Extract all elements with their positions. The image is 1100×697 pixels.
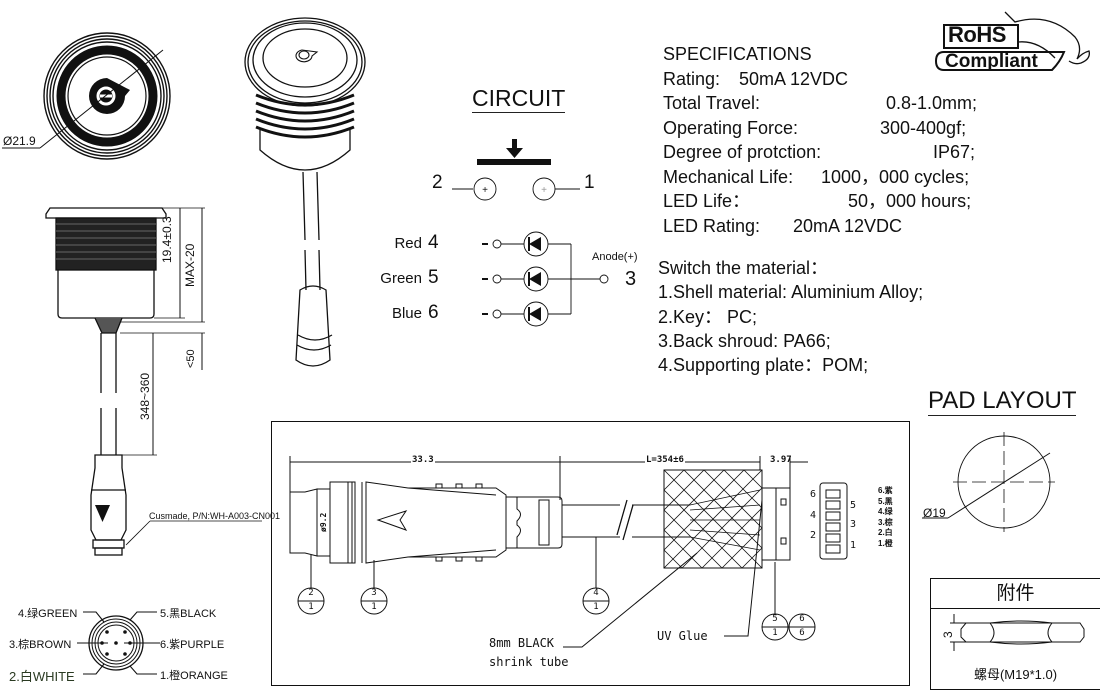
pin-5-black-label: 5.黑BLACK — [160, 608, 217, 620]
balloon-4-top: 4 — [593, 588, 599, 598]
led-blue-pin: 6 — [428, 302, 439, 323]
note-shrink-tube-1: 8mm BLACK — [489, 636, 555, 650]
pad-pin-3: 3 — [850, 519, 857, 530]
material-item: 3.Back shroud: PA66; — [658, 330, 831, 351]
dim-diameter: ø9.2 — [319, 512, 328, 532]
material-item: 2.Key： PC; — [658, 306, 758, 327]
led-red-pin: 4 — [428, 232, 439, 253]
switch-pin-2: 2 — [432, 172, 443, 193]
anode-label: Anode(+) — [592, 251, 638, 263]
balloon-6-bottom: 6 — [799, 628, 805, 638]
pad-pin-2: 2 — [810, 530, 817, 541]
connector-part-note: Cusmade, P/N:WH-A003-CN001 — [149, 511, 281, 521]
pad-pin-5: 5 — [850, 500, 857, 511]
led-diode-icons — [528, 237, 541, 321]
power-logo-icon — [89, 78, 130, 114]
led-red-label: Red — [394, 235, 422, 252]
pad-pin-4: 4 — [810, 510, 817, 521]
materials-block: Switch the material： 1.Shell material: A… — [658, 256, 923, 377]
note-shrink-tube-2: shrink tube — [489, 655, 569, 669]
pad-pin-1: 1 — [850, 540, 857, 551]
accessory-caption: 螺母(M19*1.0) — [973, 667, 1058, 682]
balloon-4-bottom: 1 — [593, 602, 599, 612]
materials-title: Switch the material： — [658, 258, 829, 278]
balloon-6-top: 6 — [799, 614, 805, 624]
dim-connector-length: 33.3 — [411, 455, 435, 465]
pin-4-green-label: 4.绿GREEN — [18, 608, 78, 620]
svg-text:+: + — [482, 185, 488, 196]
balloon-3-top: 3 — [371, 588, 377, 598]
cable-assembly-frame — [271, 421, 910, 686]
pad-pin-6: 6 — [810, 489, 817, 500]
led-blue-label: Blue — [391, 305, 422, 322]
pad-diameter-label: Ø19 — [923, 506, 946, 520]
led-green-label: Green — [380, 270, 422, 287]
dim-cable-length: L=354±6 — [645, 455, 685, 465]
dim-end-length: 3.97 — [770, 455, 792, 465]
balloon-5-bottom: 1 — [772, 628, 778, 638]
balloon-2-bottom: 1 — [308, 602, 314, 612]
balloon-3-bottom: 1 — [371, 602, 377, 612]
top-view-diameter-label: Ø21.9 — [3, 134, 36, 148]
balloon-2-top: 2 — [308, 588, 314, 598]
press-arrow-icon — [512, 139, 517, 149]
accessory-title: 附件 — [931, 579, 1100, 609]
material-item: 1.Shell material: Aluminium Alloy; — [658, 282, 924, 303]
connector-arrow-icon — [95, 505, 110, 522]
note-uv-glue: UV Glue — [657, 629, 708, 643]
pin-6-purple-label: 6.紫PURPLE — [160, 639, 225, 651]
balloon-5-top: 5 — [772, 614, 778, 624]
anode-pin: 3 — [625, 268, 637, 290]
accessory-box: 附件 螺母(M19*1.0) — [930, 578, 1100, 690]
led-green-pin: 5 — [428, 267, 439, 288]
pin-color-list: 6.紫 5.黑 4.绿 3.棕 2.白 1.橙 — [878, 486, 893, 548]
pin-1-orange-label: 1.橙ORANGE — [160, 670, 228, 682]
rohs-compliant-text: Compliant — [945, 51, 1038, 72]
spec-title: SPECIFICATIONS — [663, 44, 812, 64]
switch-pin-1: 1 — [584, 172, 595, 193]
mesh-hatch — [663, 469, 763, 569]
pin-2-white-label: 2.白WHITE — [9, 669, 75, 684]
svg-text:+: + — [541, 185, 547, 196]
rohs-text: RoHS — [948, 22, 1006, 47]
pad-layout-title: PAD LAYOUT — [928, 387, 1077, 416]
circuit-title: CIRCUIT — [472, 85, 566, 113]
material-item: 4.Supporting plate：POM; — [658, 355, 869, 376]
pin-3-brown-label: 3.棕BROWN — [9, 639, 72, 651]
